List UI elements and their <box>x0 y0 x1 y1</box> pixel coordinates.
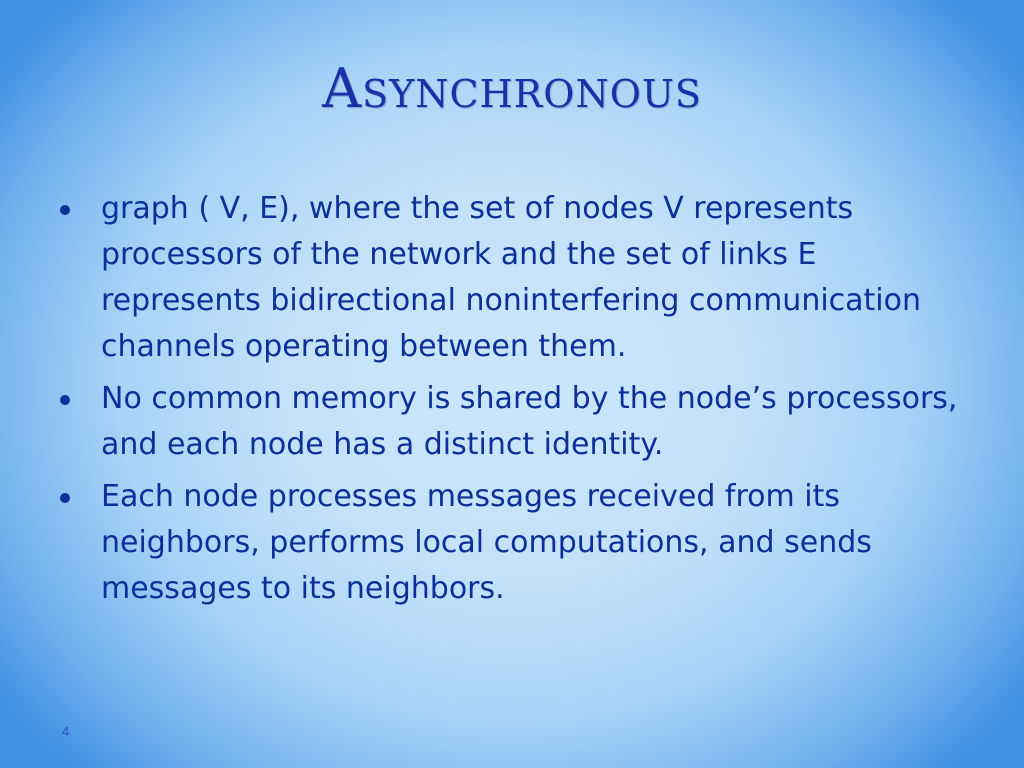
slide-title: Asynchronous <box>322 57 702 120</box>
bullet-list: graph ( V, E), where the set of nodes V … <box>56 186 976 618</box>
bullet-dot-icon <box>60 395 70 405</box>
bullet-dot-icon <box>60 205 70 215</box>
bullet-text: No common memory is shared by the node’s… <box>101 381 958 462</box>
bullet-item: No common memory is shared by the node’s… <box>56 376 976 468</box>
bullet-item: graph ( V, E), where the set of nodes V … <box>56 186 976 370</box>
bullet-item: Each node processes messages received fr… <box>56 474 976 612</box>
page-number: 4 <box>62 724 70 739</box>
bullet-text: graph ( V, E), where the set of nodes V … <box>101 191 922 364</box>
bullet-text: Each node processes messages received fr… <box>101 479 872 606</box>
bullet-dot-icon <box>60 493 70 503</box>
